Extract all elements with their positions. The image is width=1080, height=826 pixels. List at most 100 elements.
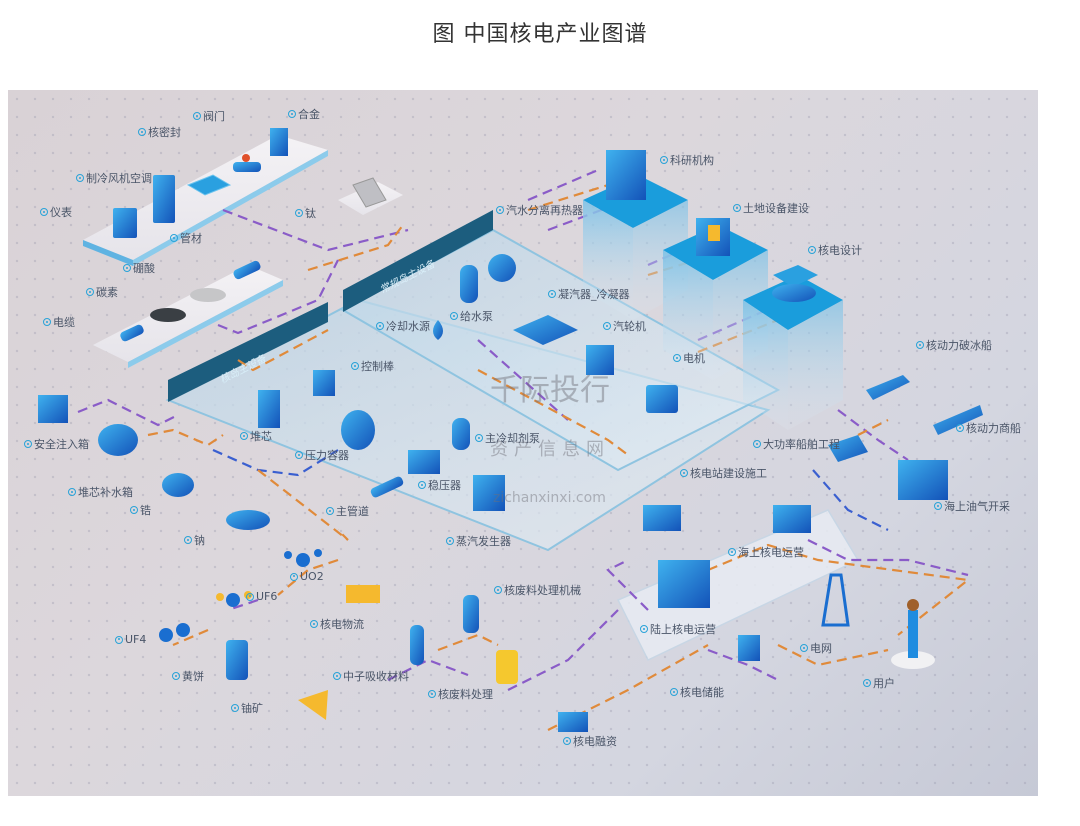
bullet-icon <box>76 174 84 182</box>
bullet-icon <box>115 635 123 644</box>
label-waste-machinery[interactable]: 核废料处理机械 <box>494 582 581 598</box>
label-safety-injection-tank[interactable]: 安全注入箱 <box>24 436 89 452</box>
bullet-icon <box>563 737 571 745</box>
watermark-sub: 资产信息网 <box>490 439 610 460</box>
label-cable[interactable]: 电缆 <box>43 314 75 330</box>
label-titanium[interactable]: 钛 <box>295 205 316 221</box>
label-uf6[interactable]: UF6 <box>246 590 277 603</box>
label-nuclear-storage[interactable]: 核电储能 <box>670 684 724 700</box>
bullet-icon <box>800 644 808 652</box>
bullet-icon <box>475 434 483 442</box>
bullet-icon <box>172 672 180 680</box>
label-yellowcake[interactable]: 黄饼 <box>172 668 204 684</box>
bullet-icon <box>640 625 648 633</box>
label-boric-acid[interactable]: 硼酸 <box>123 260 155 276</box>
bullet-icon <box>673 354 681 362</box>
label-pipe[interactable]: 管材 <box>170 230 202 246</box>
bullet-icon <box>916 341 924 349</box>
label-nuclear-design[interactable]: 核电设计 <box>808 242 862 258</box>
label-feed-water-pump[interactable]: 给水泵 <box>450 308 493 324</box>
bullet-icon <box>288 110 296 118</box>
bullet-icon <box>123 264 131 272</box>
label-carbon[interactable]: 碳素 <box>86 284 118 300</box>
label-neutron-absorber[interactable]: 中子吸收材料 <box>333 668 409 684</box>
bullet-icon <box>934 502 942 510</box>
label-core-makeup-tank[interactable]: 堆芯补水箱 <box>68 484 133 500</box>
label-instrument[interactable]: 仪表 <box>40 204 72 220</box>
bullet-icon <box>130 506 138 514</box>
industry-map-scene <box>38 128 983 732</box>
label-pressure-vessel[interactable]: 压力容器 <box>295 447 349 463</box>
bullet-icon <box>231 704 239 712</box>
label-uf4[interactable]: UF4 <box>115 633 146 646</box>
bullet-icon <box>295 451 303 459</box>
label-uranium-ore[interactable]: 铀矿 <box>231 700 263 716</box>
label-nuclear-icebreaker[interactable]: 核动力破冰船 <box>916 337 992 353</box>
label-steam-turbine[interactable]: 汽轮机 <box>603 318 646 334</box>
label-moisture-separator-reheater[interactable]: 汽水分离再热器 <box>496 202 583 218</box>
watermark-url: zichanxinxi.com <box>493 490 606 506</box>
bullet-icon <box>496 206 504 214</box>
bullet-icon <box>184 536 192 544</box>
label-research-institute[interactable]: 科研机构 <box>660 152 714 168</box>
bullet-icon <box>351 362 359 370</box>
label-zirconium[interactable]: 锆 <box>130 502 151 518</box>
bullet-icon <box>956 424 964 432</box>
bullet-icon <box>428 690 436 698</box>
bullet-icon <box>603 322 611 330</box>
label-offshore-oil-gas[interactable]: 海上油气开采 <box>934 498 1010 514</box>
bullet-icon <box>548 290 556 298</box>
label-uo2[interactable]: UO2 <box>290 570 324 583</box>
bullet-icon <box>446 537 454 545</box>
label-land-equipment[interactable]: 土地设备建设 <box>733 200 809 216</box>
bullet-icon <box>753 440 761 448</box>
label-generator[interactable]: 电机 <box>673 350 705 366</box>
page-title: 图 中国核电产业图谱 <box>432 22 648 47</box>
bullet-icon <box>680 469 688 477</box>
label-nuclear-financing[interactable]: 核电融资 <box>563 733 617 749</box>
label-reactor-core[interactable]: 堆芯 <box>240 428 272 444</box>
bullet-icon <box>193 112 201 120</box>
label-refrigeration-fan-ac[interactable]: 制冷风机空调 <box>76 170 152 186</box>
label-control-rod[interactable]: 控制棒 <box>351 358 394 374</box>
bullet-icon <box>733 204 741 212</box>
bullet-icon <box>24 440 32 448</box>
bullet-icon <box>295 209 303 217</box>
label-main-coolant-pump[interactable]: 主冷却剂泵 <box>475 430 540 446</box>
bullet-icon <box>86 288 94 296</box>
bullet-icon <box>40 208 48 216</box>
label-main-pipeline[interactable]: 主管道 <box>326 503 369 519</box>
label-alloy[interactable]: 合金 <box>288 106 320 122</box>
label-waste-treatment[interactable]: 核废料处理 <box>428 686 493 702</box>
label-pressurizer[interactable]: 稳压器 <box>418 477 461 493</box>
label-condenser[interactable]: 凝汽器_冷凝器 <box>548 286 630 302</box>
label-steam-generator[interactable]: 蒸汽发生器 <box>446 533 511 549</box>
industry-map-canvas: 核岛主设备 常规岛主设备 千际投行 资产信息网 zichanxinxi.com … <box>8 90 1038 796</box>
label-power-grid[interactable]: 电网 <box>800 640 832 656</box>
label-valve[interactable]: 阀门 <box>193 108 225 124</box>
bullet-icon <box>290 572 298 581</box>
label-sodium[interactable]: 钠 <box>184 532 205 548</box>
label-nuclear-logistics[interactable]: 核电物流 <box>310 616 364 632</box>
label-user[interactable]: 用户 <box>863 675 895 691</box>
materials-shelf-2 <box>93 265 283 368</box>
nuclear-design-tower <box>743 265 843 430</box>
bullet-icon <box>68 488 76 496</box>
bullet-icon <box>728 548 736 556</box>
label-onshore-operation[interactable]: 陆上核电运营 <box>640 621 716 637</box>
bullet-icon <box>333 672 341 680</box>
bullet-icon <box>863 679 871 687</box>
label-nuclear-seal[interactable]: 核密封 <box>138 124 181 140</box>
label-nuclear-merchant-ship[interactable]: 核动力商船 <box>956 420 1021 436</box>
label-plant-construction[interactable]: 核电站建设施工 <box>680 465 767 481</box>
label-cooling-water-source[interactable]: 冷却水源 <box>376 318 430 334</box>
bullet-icon <box>418 481 426 489</box>
bullet-icon <box>246 592 254 601</box>
equipment-icons <box>38 128 983 732</box>
label-high-power-ship-engineering[interactable]: 大功率船舶工程 <box>753 436 840 452</box>
bullet-icon <box>660 156 668 164</box>
bullet-icon <box>450 312 458 320</box>
bullet-icon <box>240 432 248 440</box>
label-offshore-operation[interactable]: 海上核电运营 <box>728 544 804 560</box>
land-equipment-tower <box>663 218 768 380</box>
